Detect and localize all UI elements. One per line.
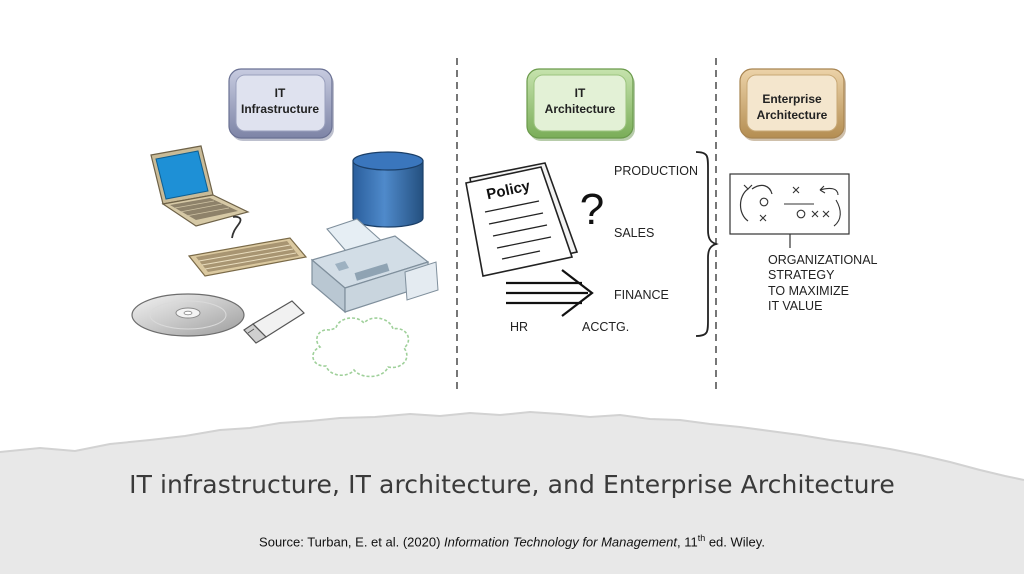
header-it-infrastructure: IT Infrastructure (228, 68, 334, 141)
svg-text:Enterprise: Enterprise (762, 92, 822, 106)
question-mark: ? (580, 185, 604, 234)
strategy-line: ORGANIZATIONAL (768, 253, 878, 267)
svg-text:Architecture: Architecture (545, 102, 616, 116)
strategy-line: IT VALUE (768, 299, 822, 313)
slide-caption: IT infrastructure, IT architecture, and … (129, 470, 895, 499)
policy-document-icon: Policy (465, 162, 579, 277)
source-superscript: th (697, 533, 706, 543)
svg-text:IT: IT (575, 86, 586, 100)
source-prefix: Source: Turban, E. et al. (2020) (259, 534, 445, 550)
disc-icon (131, 293, 245, 337)
label-hr: HR (510, 320, 528, 334)
header-it-architecture: IT Architecture (526, 68, 635, 141)
printer-icon (310, 218, 439, 314)
usb-drive-icon (243, 300, 305, 344)
database-icon (352, 151, 424, 228)
label-finance: FINANCE (614, 288, 669, 302)
source-book-title: Information Technology for Management (444, 534, 677, 550)
curly-brace (695, 151, 719, 337)
header-enterprise-architecture: Enterprise Architecture (739, 68, 846, 141)
source-suffix-a: , 11 (676, 534, 698, 550)
label-sales: SALES (614, 226, 654, 240)
source-citation: Source: Turban, E. et al. (2020) Informa… (0, 533, 1024, 549)
svg-text:IT: IT (275, 86, 286, 100)
svg-text:Architecture: Architecture (757, 108, 828, 122)
strategy-board-icon (729, 173, 850, 248)
triple-arrow-icon (506, 269, 594, 317)
strategy-line: TO MAXIMIZE (768, 284, 849, 298)
label-production: PRODUCTION (614, 164, 698, 178)
source-suffix-b: ed. Wiley. (705, 534, 765, 550)
label-acctg: ACCTG. (582, 320, 629, 334)
svg-text:Infrastructure: Infrastructure (241, 102, 319, 116)
keyboard-icon (187, 215, 308, 277)
strategy-line: STRATEGY (768, 268, 835, 282)
cloud-icon (312, 317, 410, 378)
laptop-icon (150, 145, 250, 227)
